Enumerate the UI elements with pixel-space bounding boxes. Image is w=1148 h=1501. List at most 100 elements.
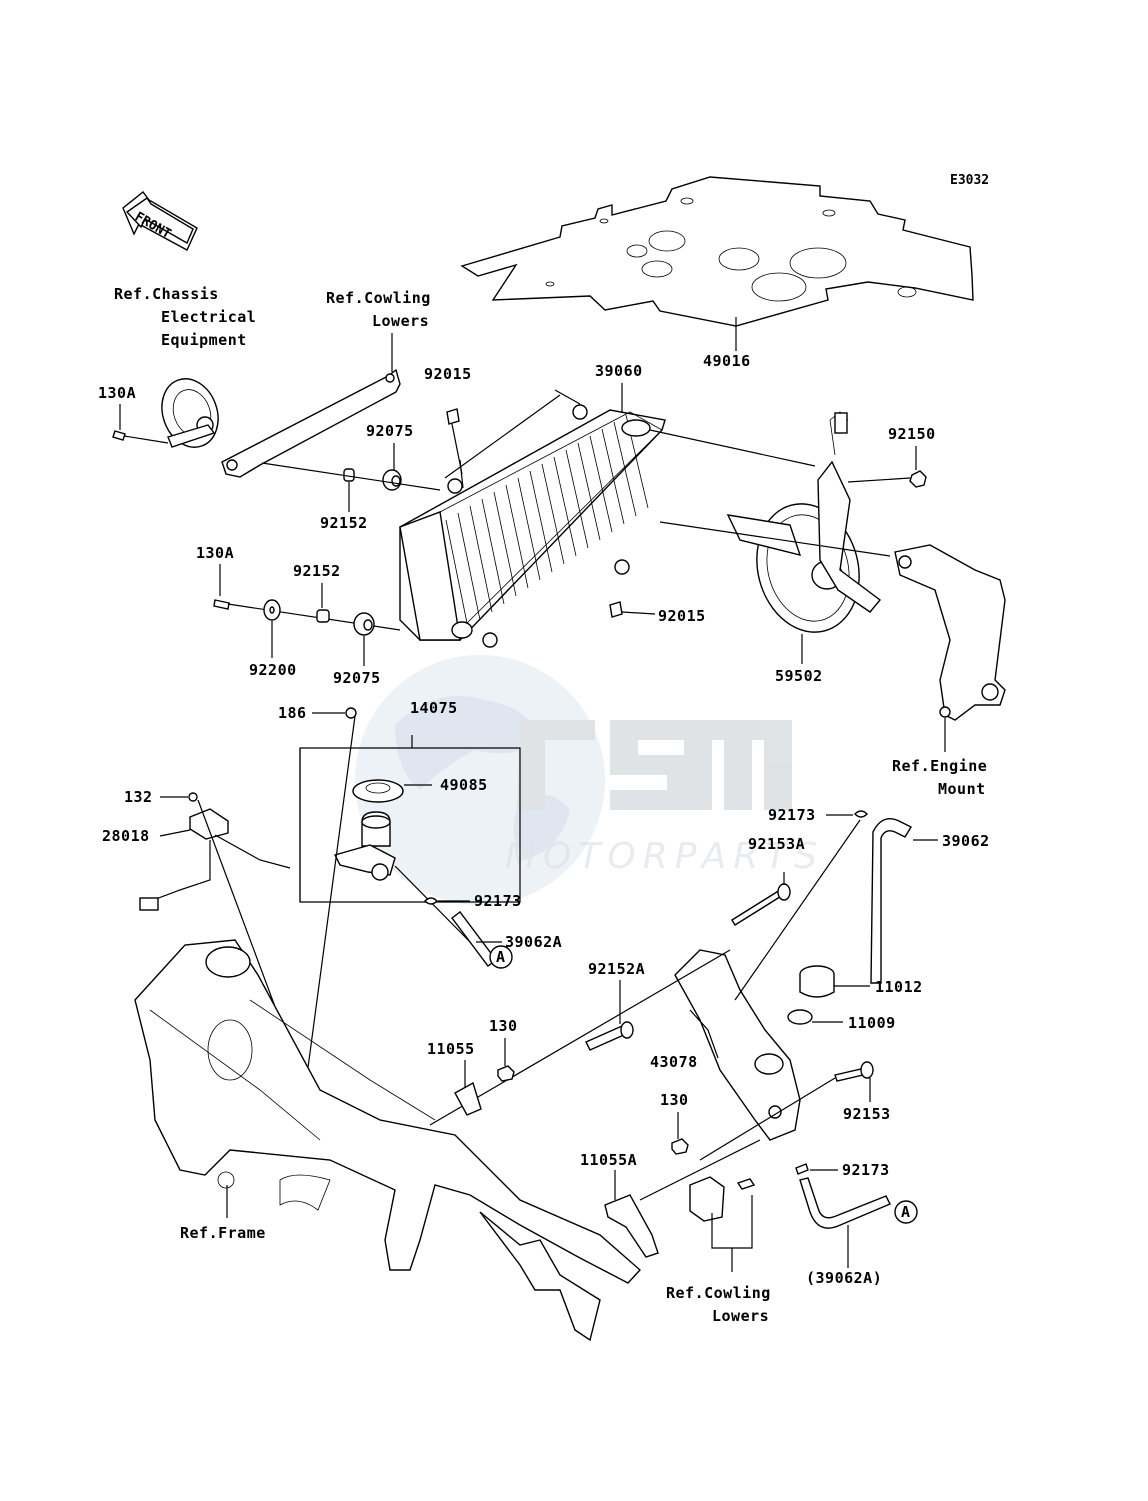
hose-39062a-paren bbox=[799, 1177, 891, 1229]
leader-bracket-to-radiator bbox=[261, 462, 441, 491]
bolt-186 bbox=[345, 707, 357, 719]
ref-frame: Ref.Frame bbox=[180, 1224, 266, 1242]
leader-43078 bbox=[689, 1009, 719, 1059]
circle-a-1 bbox=[489, 945, 513, 969]
cap-11012 bbox=[799, 965, 835, 998]
label-130a-mid: 130A bbox=[196, 544, 234, 562]
leader-132 bbox=[197, 799, 281, 1021]
label-11009: 11009 bbox=[848, 1014, 896, 1032]
label-92173-c: 92173 bbox=[842, 1161, 890, 1179]
label-92153a: 92153A bbox=[748, 835, 805, 853]
ref-cowling-top-line1: Ref.Cowling bbox=[326, 289, 431, 307]
label-92200: 92200 bbox=[249, 661, 297, 679]
label-92015-top: 92015 bbox=[424, 365, 472, 383]
bolt-92153 bbox=[834, 1068, 864, 1082]
clamp-92173-a bbox=[424, 897, 438, 905]
label-11055a: 11055A bbox=[580, 1151, 637, 1169]
frame bbox=[134, 939, 642, 1342]
leader-186 bbox=[304, 715, 356, 1091]
bolt-92153a bbox=[731, 889, 784, 926]
collar-92152-mid bbox=[316, 609, 330, 623]
nut-92150 bbox=[909, 470, 927, 488]
label-92015-bot: 92015 bbox=[658, 607, 706, 625]
ref-cowling-top-line2: Lowers bbox=[372, 312, 429, 330]
bracket-11055 bbox=[454, 1081, 482, 1116]
gasket-11009 bbox=[787, 1009, 813, 1025]
leader-tank-lower bbox=[699, 1077, 836, 1161]
bolt-132 bbox=[188, 792, 198, 802]
label-130-b: 130 bbox=[660, 1091, 689, 1109]
label-92173-b: 92173 bbox=[768, 806, 816, 824]
label-92153: 92153 bbox=[843, 1105, 891, 1123]
cooling-fan bbox=[726, 411, 882, 633]
label-28018: 28018 bbox=[102, 827, 150, 845]
label-39062: 39062 bbox=[942, 832, 990, 850]
label-circle-a-2: A bbox=[901, 1203, 911, 1221]
horn bbox=[161, 378, 219, 448]
cowling-bracket-lower bbox=[689, 1176, 725, 1222]
leader-92150 bbox=[847, 477, 911, 483]
reservoir-tank bbox=[674, 949, 801, 1141]
hose-39062 bbox=[870, 818, 912, 984]
group-box-14075 bbox=[299, 747, 521, 903]
label-186: 186 bbox=[278, 704, 307, 722]
ref-cowling-bottom-line1: Ref.Cowling bbox=[666, 1284, 771, 1302]
clamp-92173-b bbox=[854, 810, 868, 818]
label-132: 132 bbox=[124, 788, 153, 806]
harness-wires bbox=[139, 834, 291, 906]
label-49016: 49016 bbox=[703, 352, 751, 370]
label-92152-mid: 92152 bbox=[293, 562, 341, 580]
nut-130-b bbox=[671, 1138, 689, 1155]
label-11012: 11012 bbox=[875, 978, 923, 996]
nut-92015-bot bbox=[609, 601, 623, 618]
watermark: MOTORPARTS bbox=[355, 655, 824, 905]
label-circle-a-1: A bbox=[496, 948, 506, 966]
collar-92152-top bbox=[343, 468, 355, 482]
leader-tank-mount bbox=[429, 949, 731, 1126]
filler-neck bbox=[333, 811, 396, 881]
undertray-plate bbox=[460, 176, 974, 327]
collar-92152a bbox=[585, 1025, 627, 1051]
leader-bracket-lower bbox=[639, 1139, 761, 1201]
label-92152-top: 92152 bbox=[320, 514, 368, 532]
label-11055: 11055 bbox=[427, 1040, 475, 1058]
label-59502: 59502 bbox=[775, 667, 823, 685]
clamp-92173-c bbox=[795, 1163, 809, 1175]
label-39062a-paren: (39062A) bbox=[806, 1269, 882, 1287]
label-130a-top: 130A bbox=[98, 384, 136, 402]
label-39060: 39060 bbox=[595, 362, 643, 380]
bolt-130a-mid bbox=[213, 599, 230, 610]
leader-fan-top bbox=[649, 429, 816, 467]
label-92150: 92150 bbox=[888, 425, 936, 443]
ref-engine-mount-line2: Mount bbox=[938, 780, 986, 798]
label-92075-top: 92075 bbox=[366, 422, 414, 440]
label-92173-a: 92173 bbox=[474, 892, 522, 910]
diagram-code: E3032 bbox=[950, 173, 989, 188]
engine-mount-bracket bbox=[894, 544, 1006, 721]
ref-chassis-line2: Electrical bbox=[161, 308, 256, 326]
radiator-cap-49085 bbox=[352, 779, 404, 803]
leader-92015-top bbox=[451, 423, 463, 475]
bolt-130a-top bbox=[112, 430, 126, 441]
leader-fan-mid bbox=[659, 521, 891, 557]
label-39062a: 39062A bbox=[505, 933, 562, 951]
circle-a-2 bbox=[894, 1200, 918, 1224]
ref-chassis-line1: Ref.Chassis bbox=[114, 285, 219, 303]
nut-92015-top bbox=[446, 408, 460, 425]
nut-130-a bbox=[497, 1065, 515, 1082]
front-arrow-icon: FRONT bbox=[122, 191, 198, 251]
leader-92173-b bbox=[734, 819, 861, 1001]
label-130-a: 130 bbox=[489, 1017, 518, 1035]
radiator bbox=[399, 404, 666, 648]
label-49085: 49085 bbox=[440, 776, 488, 794]
ref-cowling-bottom-line2: Lowers bbox=[712, 1307, 769, 1325]
watermark-sub: MOTORPARTS bbox=[505, 836, 824, 877]
harness-connector bbox=[139, 897, 159, 911]
label-92152a: 92152A bbox=[588, 960, 645, 978]
harness-28018 bbox=[189, 808, 229, 840]
label-92075-bot: 92075 bbox=[333, 669, 381, 687]
leader-39060-a bbox=[444, 394, 561, 479]
bracket-11055a bbox=[604, 1194, 659, 1258]
label-14075: 14075 bbox=[410, 699, 458, 717]
